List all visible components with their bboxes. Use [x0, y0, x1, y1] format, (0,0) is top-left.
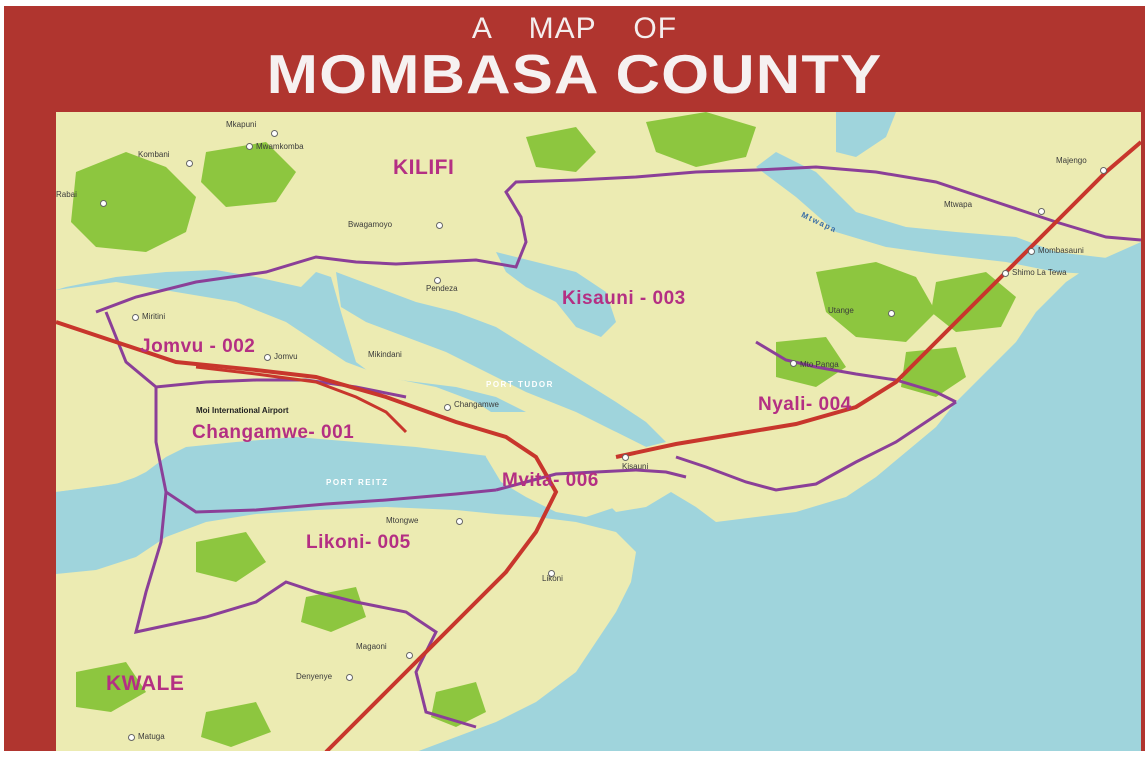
place-dot — [888, 310, 895, 317]
map-frame: A MAP OF MOMBASA COUNTY — [4, 6, 1145, 751]
place-dot — [264, 354, 271, 361]
place-mkapuni: Mkapuni — [226, 120, 257, 129]
railway-main — [56, 320, 559, 751]
boundary-nyali — [675, 400, 957, 492]
forest-7 — [776, 337, 846, 387]
place-mtwapa: Mombasauni — [1038, 246, 1084, 255]
place-dot — [1038, 208, 1045, 215]
railway-east — [615, 140, 1141, 459]
forest-1 — [71, 152, 196, 252]
place-utange: Utange — [828, 306, 854, 315]
label-likoni: Likoni- 005 — [306, 532, 411, 553]
forest-13 — [431, 682, 486, 727]
place-shimo: Shimo La Tewa — [1012, 268, 1067, 277]
forest-11 — [76, 662, 146, 712]
water-label-port-reitz: PORT REITZ — [326, 478, 389, 487]
place-dot — [548, 570, 555, 577]
boundary-kisauni — [755, 340, 957, 404]
place-dot — [406, 652, 413, 659]
place-kisauni-town: Kisauni — [622, 462, 649, 471]
boundary-kilifi — [95, 165, 1141, 314]
label-changamwe: Changamwe- 001 — [192, 422, 355, 443]
place-likoni-town: Likoni — [542, 574, 563, 583]
place-dot — [346, 674, 353, 681]
place-kombani: Kombani — [138, 150, 170, 159]
label-nyali: Nyali- 004 — [758, 394, 852, 415]
place-dot — [790, 360, 797, 367]
place-mikindani: Mikindani — [368, 350, 402, 359]
tudor-creek-upper — [496, 252, 616, 337]
water-label-port-tudor: PORT TUDOR — [486, 380, 554, 389]
place-denyenye: Denyenye — [296, 672, 333, 681]
place-dot — [186, 160, 193, 167]
road-west — [195, 365, 408, 434]
place-rabai: Rabai — [56, 190, 77, 199]
place-jomvu-town: Jomvu — [274, 352, 298, 361]
place-dot — [1002, 270, 1009, 277]
airport-label: Moi International Airport — [196, 406, 289, 415]
place-magaoni: Magaoni — [356, 642, 387, 651]
forest-10 — [301, 587, 366, 632]
label-jomvu: Jomvu - 002 — [140, 336, 256, 357]
place-dot — [271, 130, 278, 137]
region-kwale: KWALE — [106, 672, 185, 695]
map-title-line2: MOMBASA COUNTY — [266, 43, 883, 105]
place-dot — [128, 734, 135, 741]
place-dot — [444, 404, 451, 411]
label-mvita: Mvita- 006 — [502, 470, 599, 491]
place-dot — [436, 222, 443, 229]
map-title-line1: A MAP OF — [471, 12, 678, 45]
place-mombasauni: Mtwapa — [944, 200, 973, 209]
place-matuga: Matuga — [138, 732, 165, 741]
place-dot — [1100, 167, 1107, 174]
forest-2 — [201, 142, 296, 207]
boundary-changamwe — [154, 387, 497, 514]
place-majengo: Majengo — [1056, 156, 1087, 165]
forest-12 — [201, 702, 271, 747]
land-west — [56, 282, 526, 492]
place-mtopanga: Mto Panga — [800, 360, 839, 369]
place-dot — [434, 277, 441, 284]
boundary-likoni — [133, 491, 477, 729]
place-miritini: Miritini — [142, 312, 166, 321]
region-kilifi: KILIFI — [393, 156, 455, 179]
forest-9 — [196, 532, 266, 582]
creek-north-2 — [836, 112, 896, 157]
place-dot — [100, 200, 107, 207]
forest-4 — [646, 112, 756, 167]
place-changamwe-town: Changamwe — [454, 400, 499, 409]
map-graphics — [56, 112, 1141, 751]
port-reitz — [56, 457, 546, 574]
tudor-creek — [336, 272, 666, 447]
creek-north — [756, 152, 1141, 277]
place-bwagamoyo: Bwagamoyo — [348, 220, 393, 229]
place-dot — [622, 454, 629, 461]
mombasa-island — [476, 412, 676, 517]
boundary-mvita — [495, 468, 687, 492]
label-kisauni: Kisauni - 003 — [562, 288, 686, 309]
place-dot — [246, 143, 253, 150]
map-canvas: KILIFI KWALE Kisauni - 003 Jomvu - 002 N… — [56, 112, 1141, 751]
place-dot — [132, 314, 139, 321]
place-dot — [456, 518, 463, 525]
place-mwamkomba: Mwamkomba — [256, 142, 304, 151]
place-dot — [1028, 248, 1035, 255]
place-pendeza: Pendeza — [426, 284, 458, 293]
forest-5 — [816, 262, 936, 342]
forest-3 — [526, 127, 596, 172]
place-mtongwe: Mtongwe — [386, 516, 419, 525]
